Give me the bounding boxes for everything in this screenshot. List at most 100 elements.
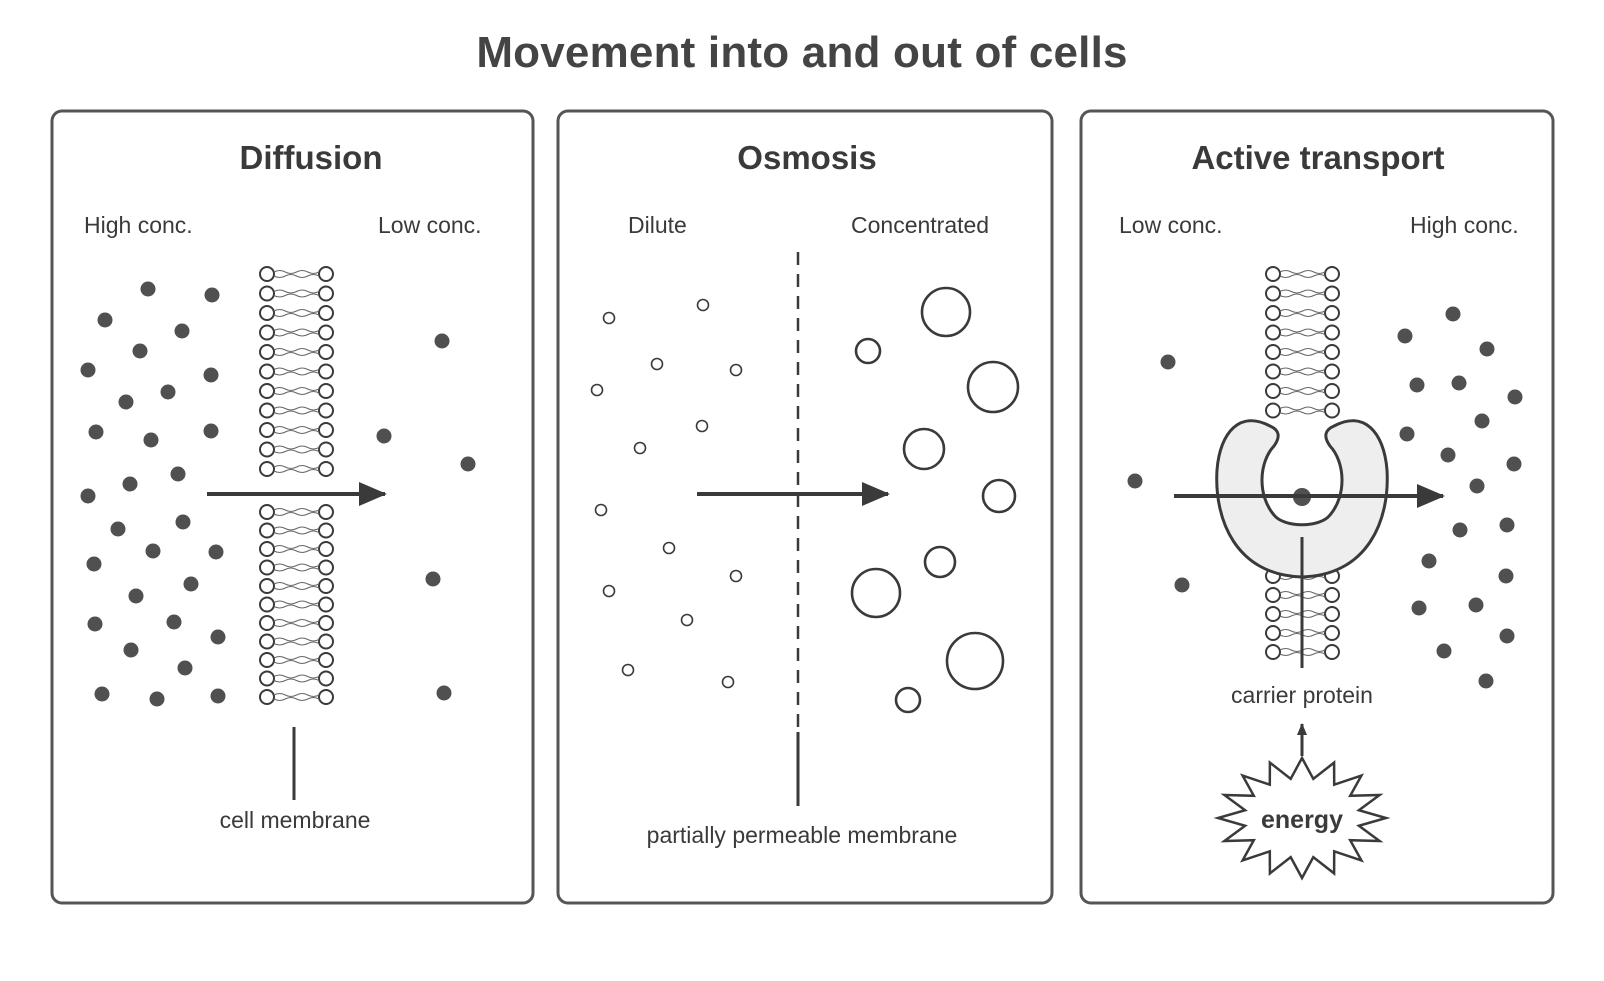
panel-diffusion: Diffusion High conc. Low conc. cell memb… [50,109,535,905]
water-molecule [729,569,743,583]
energy-label: energy [1261,806,1343,834]
lipid-tail [273,600,320,605]
lipid-tail [273,674,320,679]
lipid-tail [1279,410,1326,415]
phospholipid-head [318,441,334,458]
phospholipid-head [1324,363,1340,380]
particle [1499,628,1515,644]
particle [1421,553,1437,569]
diffusion-particles [80,281,476,707]
particle [170,466,186,482]
phospholipid-head [1265,625,1281,641]
particle [203,367,219,383]
water-molecule [621,663,635,677]
diffusion-right-label: Low conc. [378,212,482,238]
panel-diffusion-frame [50,109,535,905]
lipid-tail [273,352,320,356]
panel-active-transport: Active transport Low conc. High conc. ca… [1079,109,1555,905]
active-left-label: Low conc. [1119,212,1223,238]
lipid-tail [273,512,320,516]
phospholipid-head [1265,363,1281,380]
phospholipid-head [318,559,334,576]
phospholipid-head [259,266,275,282]
particle [1479,341,1495,357]
phospholipid-head [318,633,334,650]
water-molecule [695,419,709,433]
lipid-tail [273,656,320,660]
phospholipid-head [318,670,334,687]
lipid-tail [1279,328,1326,333]
lipid-tail [273,641,320,646]
lipid-tail [273,526,320,531]
energy-burst-icon [1213,755,1391,881]
diffusion-title: Diffusion [240,139,383,176]
lipid-tail [273,545,320,549]
phospholipid-head [318,344,334,360]
solute-molecule [850,567,902,619]
phospholipid-head [318,578,334,594]
solute-molecule [920,286,972,338]
particle [1445,306,1461,322]
phospholipid-head [318,504,334,520]
phospholipid-head [259,670,275,687]
phospholipid-head [1324,606,1340,622]
water-molecule [633,441,647,455]
solute-molecule [966,360,1020,414]
solute-molecule [945,631,1005,691]
particle [143,432,159,448]
particle [436,685,452,701]
lipid-tail [273,693,320,697]
particle [88,424,104,440]
phospholipid-head [1265,383,1281,399]
osmosis-left-label: Dilute [628,212,687,238]
panel-osmosis: Osmosis Dilute Concentrated partially pe… [556,109,1054,905]
phospholipid-head [259,578,275,594]
phospholipid-head [318,615,334,631]
lipid-tail [273,274,320,278]
phospholipid-head [1324,305,1340,321]
particle [123,642,139,658]
particle [149,691,165,707]
phospholipid-head [259,689,275,705]
particle [1498,568,1514,584]
phospholipid-head [318,652,334,668]
particle [210,688,226,704]
phospholipid-head [259,596,275,613]
active-transport-particles [1127,306,1523,689]
lipid-tail [273,391,320,395]
lipid-tail [273,270,320,274]
diffusion-left-label: High conc. [84,212,193,238]
membrane-bilayer [1265,266,1340,660]
osmosis-title: Osmosis [737,139,876,176]
lipid-tail [1279,371,1326,376]
panel-active-transport-frame [1079,109,1555,905]
particle [1469,478,1485,494]
phospholipid-head [1324,344,1340,360]
particle [128,588,144,604]
lipid-tail [273,406,320,411]
lipid-tail [273,371,320,376]
phospholipid-head [318,689,334,705]
carrier-protein-label: carrier protein [1231,682,1373,708]
water-molecule [590,383,604,397]
lipid-tail [273,604,320,609]
phospholipid-head [318,461,334,477]
lipid-tail [273,660,320,664]
solute-molecules [850,286,1020,714]
phospholipid-head [259,633,275,650]
carrier-protein [1215,419,1389,668]
phospholipid-head [1324,285,1340,302]
lipid-tail [273,549,320,553]
phospholipid-head [1265,402,1281,419]
water-molecule [696,298,710,312]
phospholipid-head [318,383,334,399]
particle [203,423,219,439]
lipid-tail [273,530,320,535]
solute-molecule [902,427,946,471]
phospholipid-head [259,324,275,341]
lipid-tail [1279,293,1326,298]
phospholipid-head [1265,606,1281,622]
phospholipid-head [318,363,334,380]
particle [460,456,476,472]
solute-molecule [854,337,882,365]
